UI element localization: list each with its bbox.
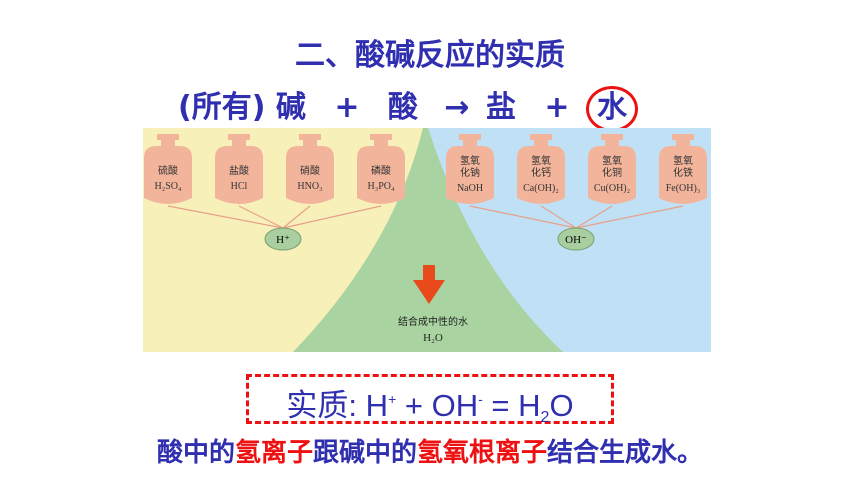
essence-plus: + bbox=[404, 388, 423, 423]
acid-name: 硝酸 bbox=[300, 164, 320, 177]
base-name-line2: 化铁 bbox=[673, 166, 693, 179]
base-formula: Cu(OH)₂ bbox=[594, 183, 630, 194]
base-bottle-cap bbox=[530, 134, 552, 140]
essence-h2o-h: H bbox=[518, 388, 541, 423]
base-name-line2: 化钠 bbox=[460, 166, 480, 179]
base-bottle-body bbox=[517, 146, 565, 204]
acid-bottle-body bbox=[286, 146, 334, 204]
base-formula: Ca(OH)₂ bbox=[523, 183, 559, 194]
essence-h2o-o: O bbox=[549, 388, 574, 423]
acid-bottle-neck bbox=[161, 140, 175, 146]
summary-part: 酸中的 bbox=[156, 438, 235, 468]
acid-bottle-neck bbox=[232, 140, 246, 146]
acid-bottle-cap bbox=[228, 134, 250, 140]
result-formula: H₂O bbox=[423, 332, 443, 344]
base-bottle-neck bbox=[534, 140, 548, 146]
summary-hydrogen-ion: 氢离子 bbox=[234, 438, 313, 468]
base-bottle-body bbox=[446, 146, 494, 204]
down-arrow bbox=[413, 265, 445, 304]
acid-connector bbox=[238, 205, 284, 229]
acid-formula: H₂SO₄ bbox=[155, 181, 182, 192]
base-name-line1: 氢氧 bbox=[460, 154, 480, 167]
acid-formula: HNO₃ bbox=[297, 181, 322, 192]
base-connector bbox=[540, 205, 577, 229]
acid-formula: HCl bbox=[231, 181, 248, 192]
h-ion-bubble bbox=[264, 227, 302, 251]
summary-part: 结合生成水。 bbox=[547, 438, 704, 468]
base-bottle-cap bbox=[459, 134, 481, 140]
oh-ion-label: OH⁻ bbox=[565, 234, 587, 246]
summary-sentence: 酸中的氢离子跟碱中的氢氧根离子结合生成水。 bbox=[0, 432, 860, 469]
acid-name: 磷酸 bbox=[371, 164, 391, 177]
acid-bottle-neck bbox=[374, 140, 388, 146]
essence-equation: 实质: H+ + OH- = H2O bbox=[246, 374, 614, 426]
acid-connector bbox=[282, 205, 382, 229]
essence-oh: OH bbox=[431, 388, 479, 423]
base-bottle-cap bbox=[601, 134, 623, 140]
base-name-line2: 化铜 bbox=[602, 166, 622, 179]
acid-connector bbox=[282, 205, 311, 229]
base-formula: NaOH bbox=[457, 183, 483, 194]
acid-bottle-body bbox=[144, 146, 192, 204]
acid-bottle-body bbox=[215, 146, 263, 204]
reaction-equation: (所有) 碱 + 酸 → 盐 + 水 bbox=[178, 82, 639, 132]
eq-prefix: (所有) bbox=[178, 90, 266, 125]
eq-salt: 盐 bbox=[485, 90, 516, 125]
base-bottle-neck bbox=[605, 140, 619, 146]
result-text: 结合成中性的水 bbox=[398, 315, 468, 328]
base-connector bbox=[575, 205, 613, 229]
essence-h2o-sub: 2 bbox=[540, 409, 550, 426]
base-bottle-cap bbox=[672, 134, 694, 140]
eq-arrow: → bbox=[444, 90, 470, 125]
h-ion-label: H⁺ bbox=[276, 234, 290, 246]
eq-water-circled: 水 bbox=[586, 86, 639, 132]
base-connector bbox=[575, 205, 684, 229]
acid-name: 盐酸 bbox=[229, 164, 249, 177]
base-bottle-neck bbox=[676, 140, 690, 146]
essence-equals: = bbox=[491, 388, 510, 423]
acid-bottle-body bbox=[357, 146, 405, 204]
essence-h: H bbox=[365, 388, 389, 423]
oh-ion-bubble bbox=[557, 227, 595, 251]
base-formula: Fe(OH)₃ bbox=[666, 183, 701, 194]
base-name-line2: 化钙 bbox=[531, 166, 551, 179]
summary-part: 跟碱中的 bbox=[312, 438, 417, 468]
acid-bottle-cap bbox=[157, 134, 179, 140]
acid-formula: H₃PO₄ bbox=[368, 181, 395, 192]
base-bottle-body bbox=[659, 146, 707, 204]
base-connector bbox=[469, 205, 577, 229]
acid-bottle-cap bbox=[299, 134, 321, 140]
essence-h-charge: + bbox=[388, 391, 397, 407]
acid-connector bbox=[167, 205, 284, 229]
base-bottle-body bbox=[588, 146, 636, 204]
essence-oh-charge: - bbox=[478, 391, 483, 407]
base-name-line1: 氢氧 bbox=[673, 154, 693, 167]
eq-base: 碱 bbox=[275, 90, 306, 125]
acid-name: 硫酸 bbox=[158, 164, 178, 177]
essence-label: 实质: bbox=[286, 388, 358, 423]
base-bottle-neck bbox=[463, 140, 477, 146]
eq-plus: + bbox=[334, 90, 360, 125]
base-name-line1: 氢氧 bbox=[602, 154, 622, 167]
base-name-line1: 氢氧 bbox=[531, 154, 551, 167]
summary-hydroxide-ion: 氢氧根离子 bbox=[417, 438, 548, 468]
slide-title: 二、酸碱反应的实质 bbox=[295, 38, 565, 73]
acid-bottle-cap bbox=[370, 134, 392, 140]
eq-acid: 酸 bbox=[387, 90, 418, 125]
eq-plus: + bbox=[544, 90, 570, 125]
acid-bottle-neck bbox=[303, 140, 317, 146]
